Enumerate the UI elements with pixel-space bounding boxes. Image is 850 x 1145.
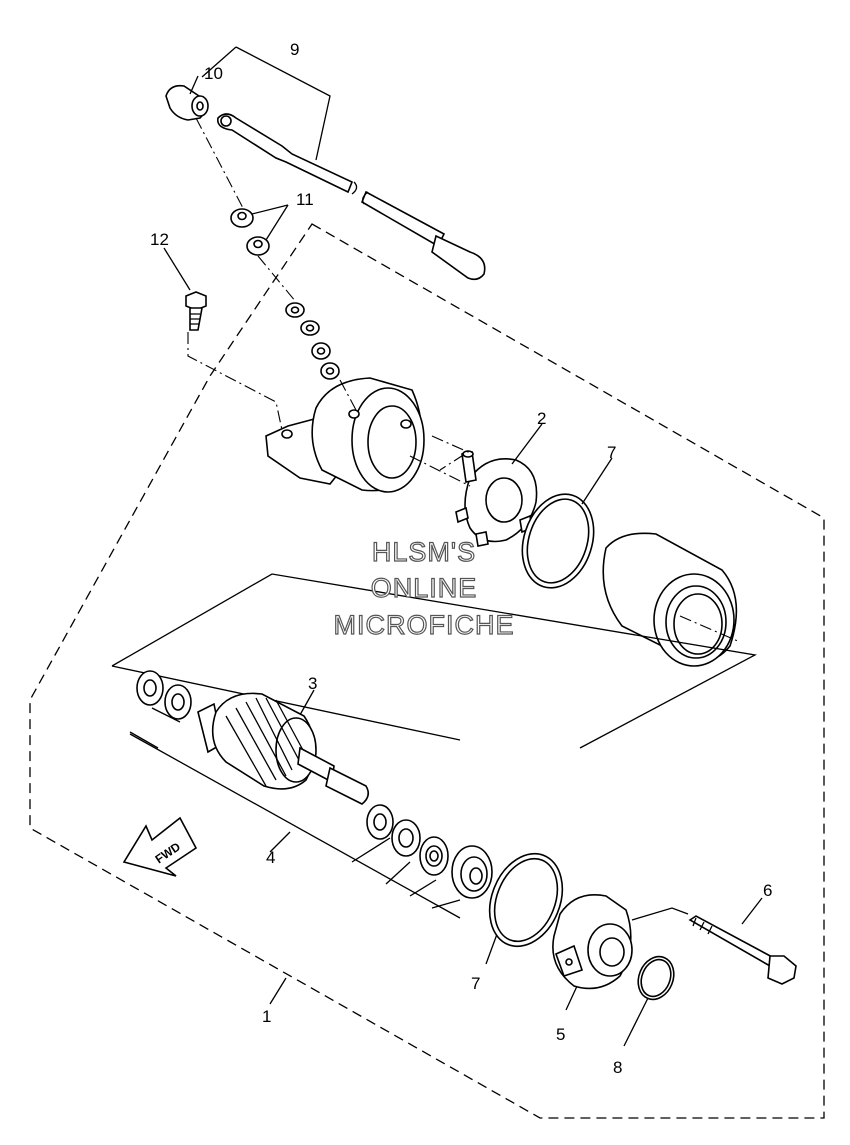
washer-4[interactable] xyxy=(391,819,421,857)
assembly-boundary xyxy=(29,223,825,1119)
callout-4: 4 xyxy=(266,848,275,867)
brush-holder-plate[interactable] xyxy=(455,450,538,547)
callout-7-lower: 7 xyxy=(471,974,480,993)
mounting-bolt[interactable] xyxy=(185,291,207,331)
through-bolt[interactable] xyxy=(688,915,797,985)
callout-10: 10 xyxy=(204,64,223,83)
callout-6: 6 xyxy=(763,881,772,900)
front-cover[interactable] xyxy=(552,894,633,990)
washer-5[interactable] xyxy=(419,836,449,876)
o-ring-lower[interactable] xyxy=(476,843,575,957)
callouts: 1 2 3 4 5 6 7 7 8 9 10 11 12 xyxy=(150,40,772,1077)
callout-5: 5 xyxy=(556,1025,565,1044)
washer-1[interactable] xyxy=(136,670,164,706)
callout-7-upper: 7 xyxy=(607,443,616,462)
starter-cable[interactable] xyxy=(216,113,486,281)
callout-2: 2 xyxy=(537,409,546,428)
washer-3[interactable] xyxy=(366,804,394,840)
watermark: HLSM'S ONLINE MICROFICHE xyxy=(333,536,515,640)
o-ring-upper[interactable] xyxy=(511,485,605,597)
watermark-line-1: HLSM'S xyxy=(372,537,476,567)
callout-9: 9 xyxy=(290,40,299,59)
callout-8: 8 xyxy=(613,1058,622,1077)
callout-3: 3 xyxy=(308,674,317,693)
armature[interactable] xyxy=(197,692,370,805)
terminal-washers[interactable] xyxy=(285,302,340,380)
nut-upper[interactable] xyxy=(230,208,254,228)
callout-1: 1 xyxy=(262,1007,271,1026)
nut-lower[interactable] xyxy=(246,236,270,256)
yoke-housing[interactable] xyxy=(602,532,738,667)
forward-direction-arrow: FWD xyxy=(122,816,198,877)
watermark-line-2: ONLINE xyxy=(371,573,478,603)
terminal-cap[interactable] xyxy=(165,84,209,121)
watermark-line-3: MICROFICHE xyxy=(334,610,515,640)
rear-housing[interactable] xyxy=(265,377,425,493)
callout-11: 11 xyxy=(296,190,314,209)
callout-12: 12 xyxy=(150,230,169,249)
washer-2[interactable] xyxy=(164,684,192,720)
o-ring-small[interactable] xyxy=(632,951,680,1005)
axis-lines xyxy=(187,117,741,643)
bearing-seal[interactable] xyxy=(451,845,493,899)
